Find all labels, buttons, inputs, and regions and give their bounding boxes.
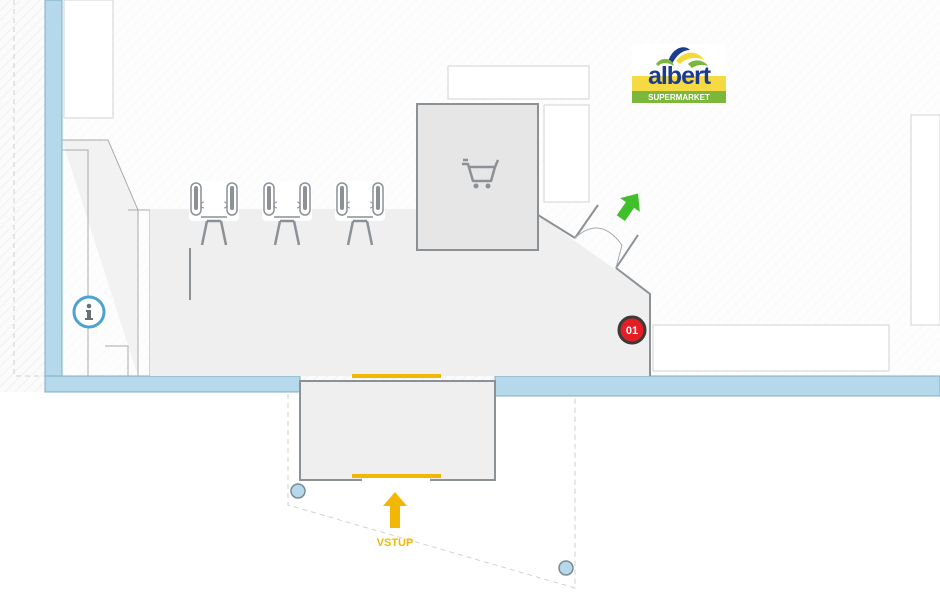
albert-logo-tagline: SUPERMARKET	[648, 93, 710, 102]
exit-arrow-icon	[616, 193, 640, 221]
bollard	[290, 483, 306, 499]
left-stair-area	[62, 0, 151, 376]
store-fixtures	[447, 65, 940, 372]
location-marker-01[interactable]: 01	[617, 315, 647, 345]
entrance-plaza-outline	[287, 394, 576, 589]
albert-logo[interactable]: albert SUPERMARKET	[632, 44, 726, 104]
supermarket-door	[574, 227, 623, 269]
entrance-arrow-icon	[383, 492, 407, 528]
terminal-group	[189, 181, 385, 246]
entrance-vestibule	[299, 374, 496, 483]
outer-dashed-boundary	[13, 0, 46, 377]
info-icon[interactable]	[72, 295, 106, 329]
albert-logo-wordmark: albert	[648, 62, 712, 90]
cart-zone	[416, 103, 539, 251]
terminal	[262, 181, 312, 246]
terminal	[189, 181, 239, 246]
terminal	[335, 181, 385, 246]
bollard	[558, 560, 574, 576]
location-marker-label: 01	[626, 325, 638, 337]
entrance-label: VSTUP	[377, 537, 414, 549]
shopping-cart-icon	[462, 158, 500, 189]
supermarket-outline	[416, 103, 651, 376]
